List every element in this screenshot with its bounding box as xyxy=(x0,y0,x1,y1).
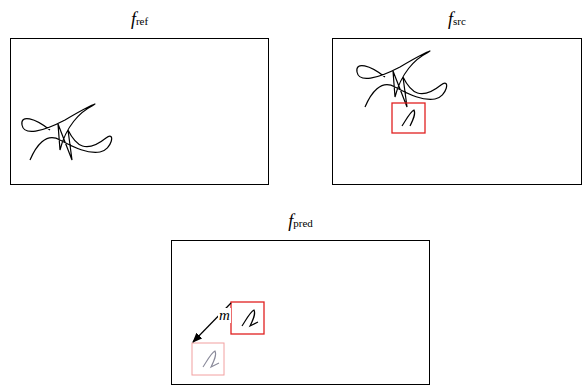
motion-vector xyxy=(193,303,231,342)
block-pred xyxy=(231,302,264,334)
frame-title-row: fsrc xyxy=(333,9,581,30)
frame-box: fpred xyxy=(171,240,430,385)
frame-box: fref xyxy=(10,38,269,185)
block-ref xyxy=(192,343,224,375)
block-stroke xyxy=(203,351,219,367)
frame-title-row: fref xyxy=(11,9,268,30)
block-stroke xyxy=(402,110,415,126)
figure-src xyxy=(357,51,447,107)
vector-label: m xyxy=(218,308,231,323)
figure-ref xyxy=(22,104,112,160)
frame-title-row: fpred xyxy=(172,211,429,232)
frame-box: fsrc xyxy=(332,38,582,185)
block-stroke xyxy=(242,310,258,326)
frame-title: fref xyxy=(131,9,148,30)
block-src xyxy=(392,103,425,133)
frame-title: fpred xyxy=(288,211,313,232)
frame-title: fsrc xyxy=(448,9,466,30)
